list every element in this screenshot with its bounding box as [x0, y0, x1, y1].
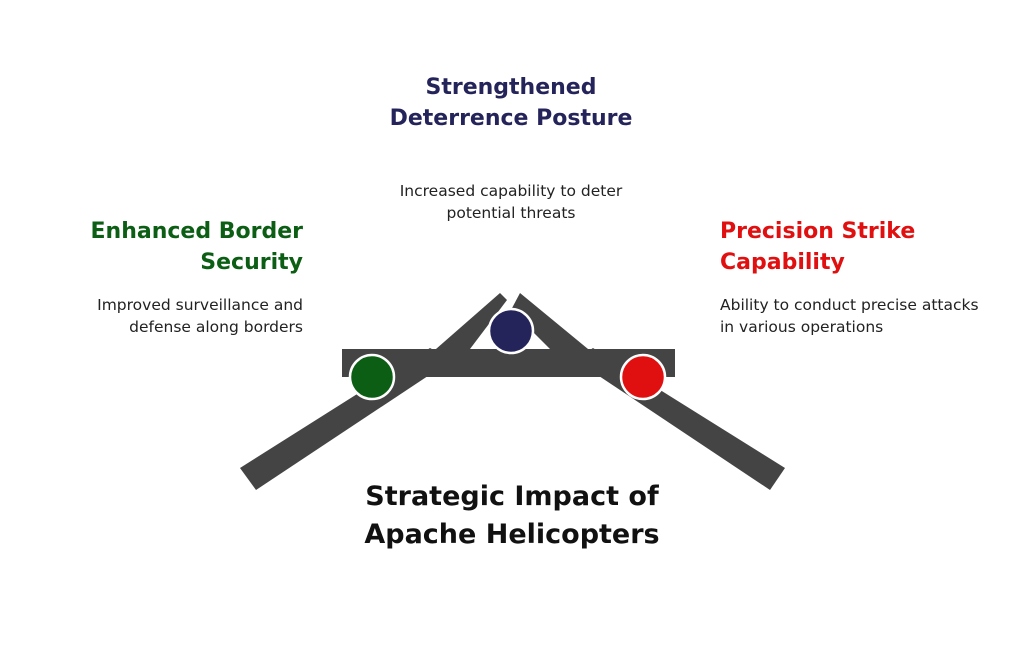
deterrence-heading: Strengthened Deterrence Posture: [389, 75, 633, 131]
deterrence-description: Increased capability to deter potential …: [399, 182, 623, 222]
precision-strike-description: Ability to conduct precise attacks in va…: [720, 296, 979, 336]
diagram-title: Strategic Impact of Apache Helicopters: [364, 481, 660, 550]
node-deterrence: [487, 307, 535, 355]
right-peak-strut: [511, 293, 588, 349]
border-security-heading: Enhanced Border Security: [90, 219, 303, 275]
left-peak-strut: [436, 293, 507, 349]
node-border-security: [348, 353, 396, 401]
precision-strike-heading: Precision Strike Capability: [720, 219, 916, 275]
border-security-description: Improved surveillance and defense along …: [97, 296, 303, 336]
node-precision-strike: [619, 353, 667, 401]
left-leg: [240, 348, 452, 490]
